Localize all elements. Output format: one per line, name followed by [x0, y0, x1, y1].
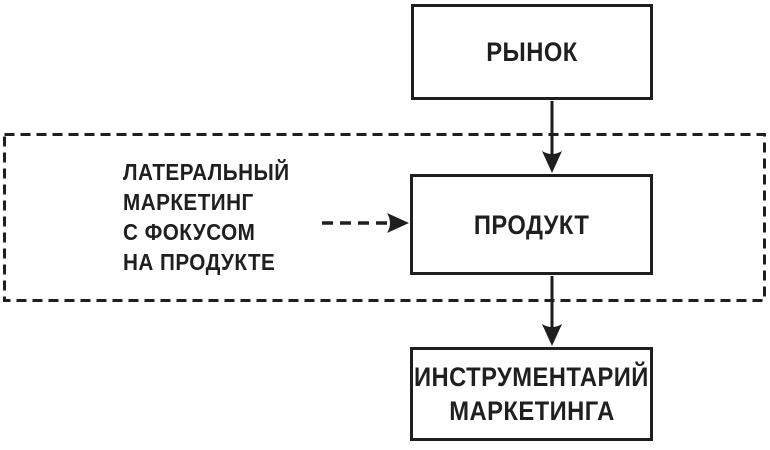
marketing-tools-box: ИНСТРУМЕНТАРИЙ МАРКЕТИНГА	[410, 347, 653, 441]
lateral-marketing-dashed-frame	[3, 133, 766, 302]
arrow-product-to-tools	[542, 276, 562, 346]
arrow-right-icon	[387, 213, 409, 233]
product-box: ПРОДУКТ	[410, 174, 653, 275]
arrow-market-to-product	[542, 101, 562, 173]
marketing-tools-box-label-line1: ИНСТРУМЕНТАРИЙ	[414, 362, 649, 392]
arrow-down-icon	[542, 151, 562, 173]
product-box-label: ПРОДУКТ	[473, 209, 590, 240]
lateral-marketing-label-line1: ЛАТЕРАЛЬНЫЙ	[123, 159, 290, 185]
market-box: РЫНОК	[411, 4, 653, 100]
lateral-marketing-label-line3: С ФОКУСОМ	[123, 219, 256, 245]
lateral-marketing-label: ЛАТЕРАЛЬНЫЙ МАРКЕТИНГ С ФОКУСОМ НА ПРОДУ…	[123, 157, 308, 277]
market-box-label: РЫНОК	[486, 37, 578, 67]
marketing-tools-box-label-line2: МАРКЕТИНГА	[448, 396, 615, 426]
arrow-down-icon	[542, 324, 562, 346]
lateral-marketing-label-line4: НА ПРОДУКТЕ	[123, 249, 276, 275]
dashed-arrow-to-product	[322, 213, 409, 233]
lateral-marketing-label-line2: МАРКЕТИНГ	[123, 189, 254, 215]
